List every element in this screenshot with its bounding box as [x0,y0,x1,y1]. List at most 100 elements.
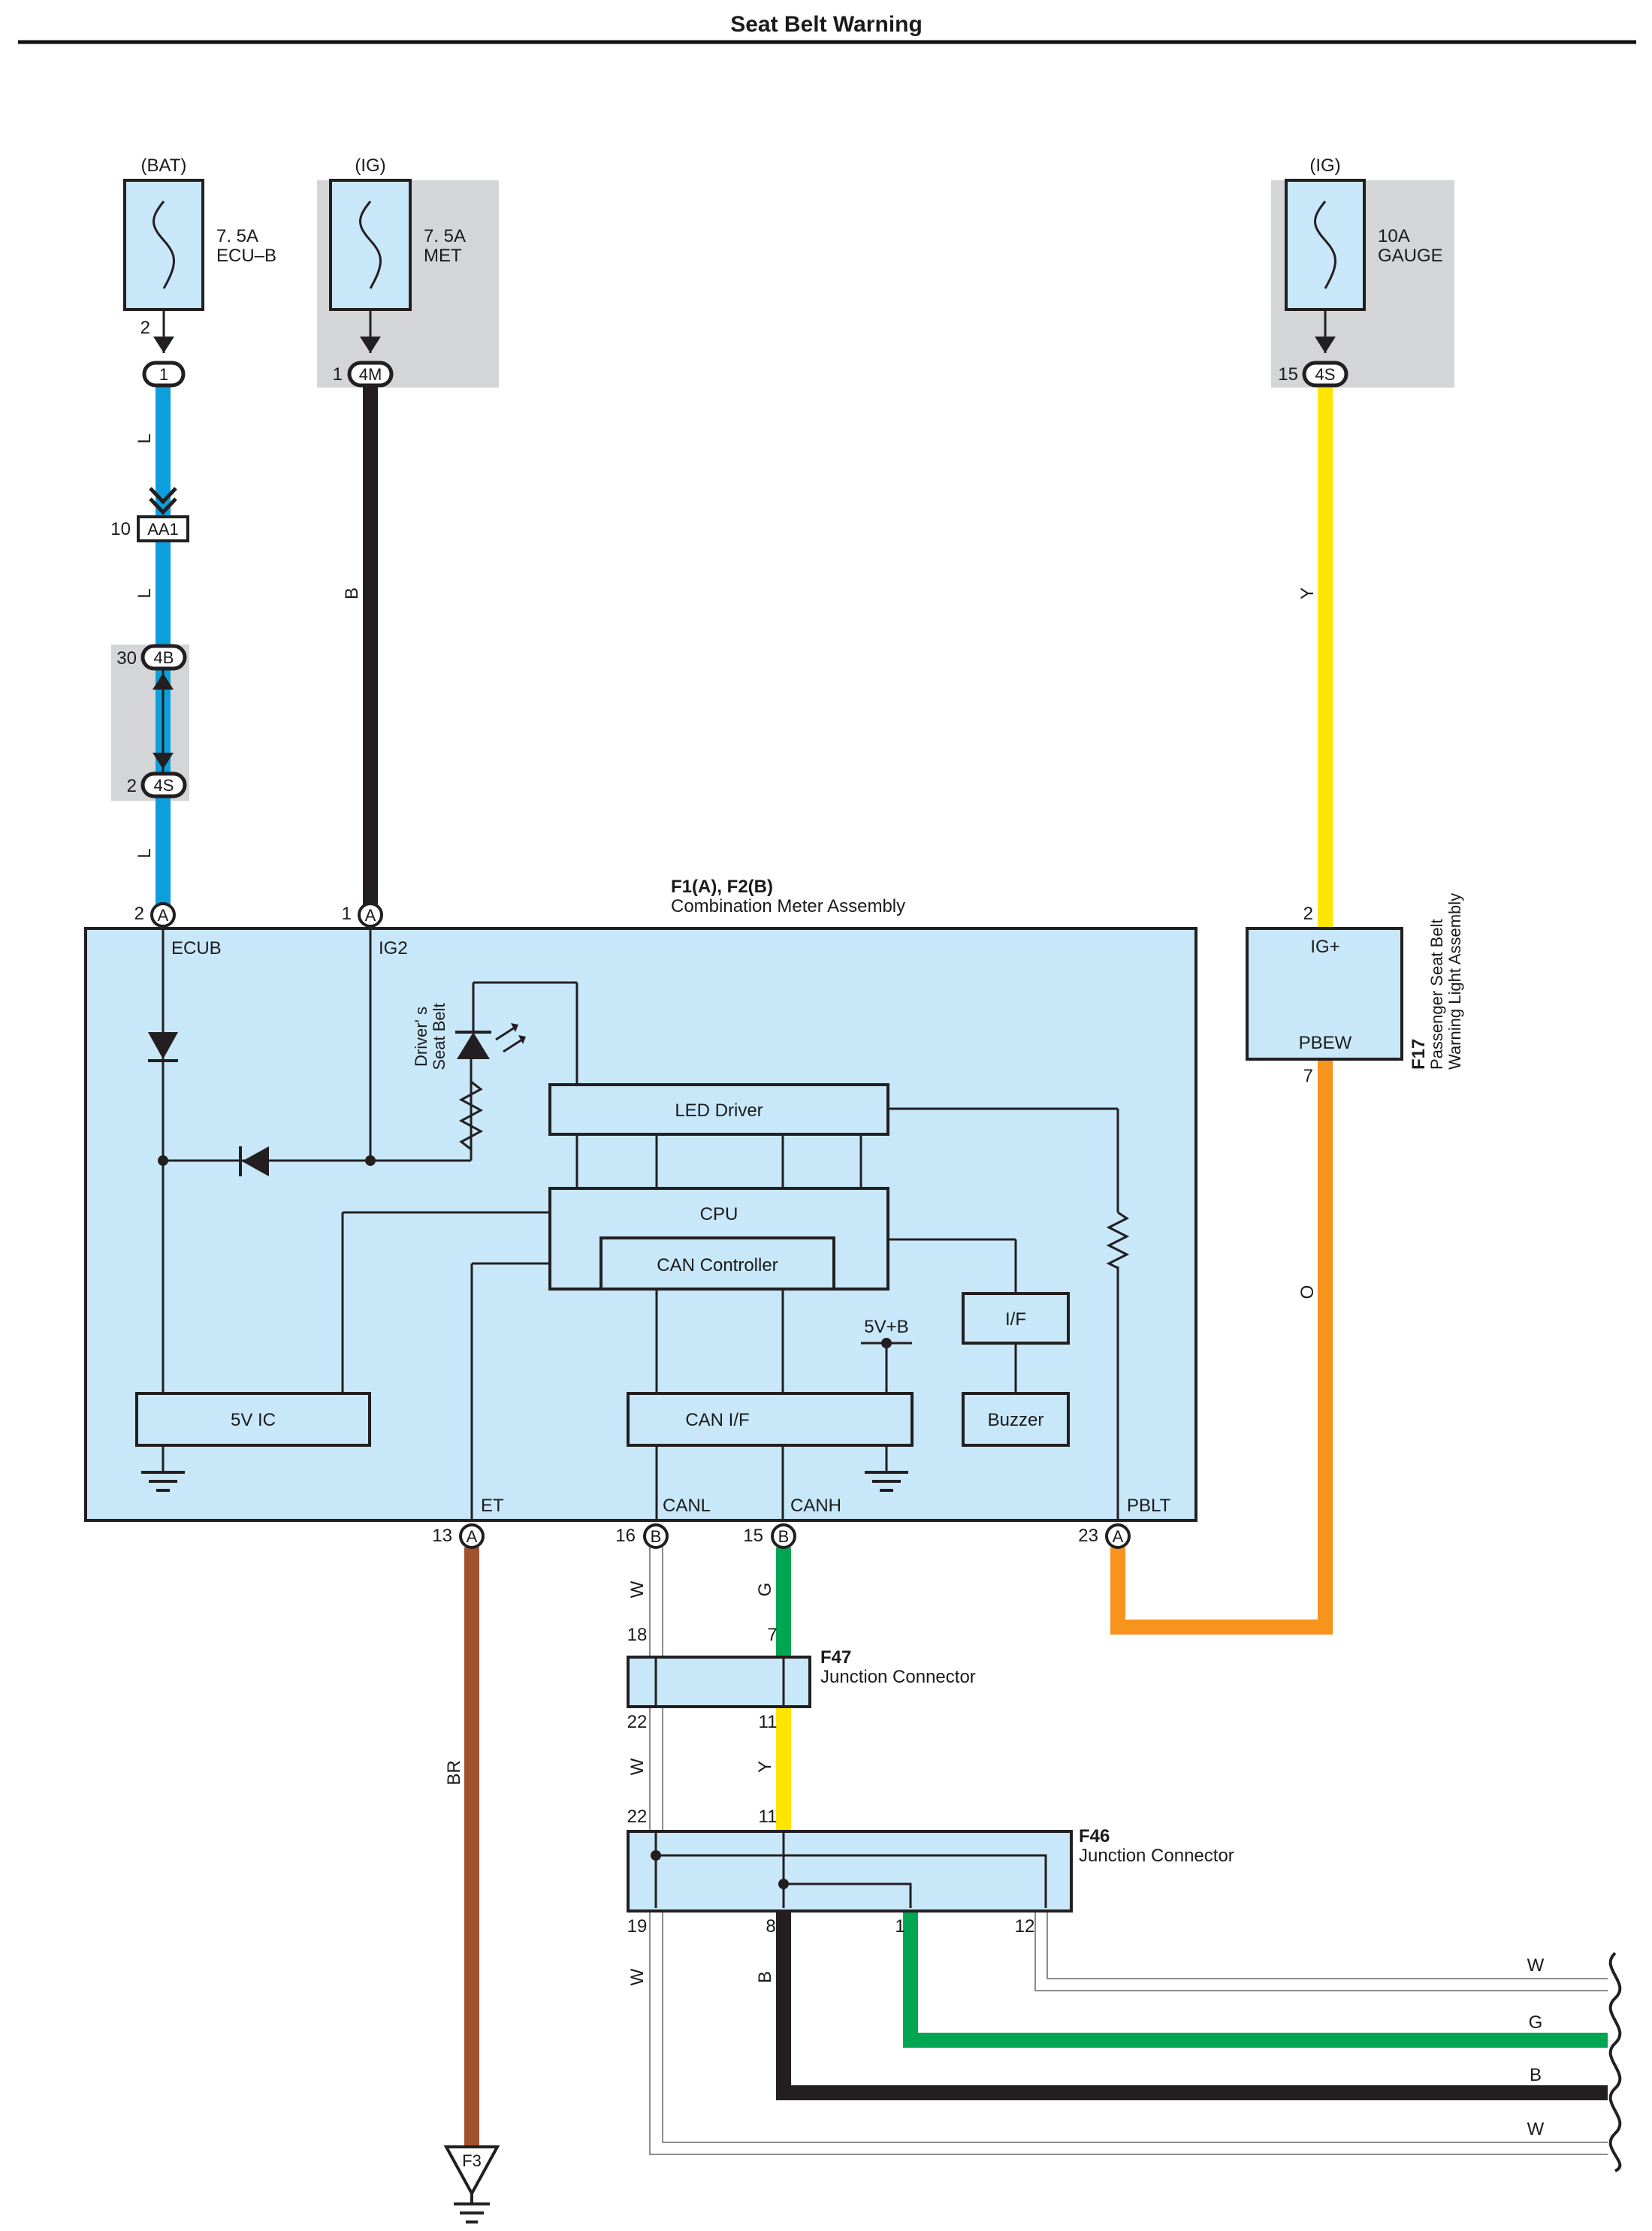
svg-text:15: 15 [743,1526,763,1546]
page-title: Seat Belt Warning [730,12,923,37]
connector-4b-4s: 4B 30 4S 2 [116,644,187,799]
pin-number: 7 [1303,1066,1313,1086]
svg-text:A: A [467,1527,478,1546]
fuse-connector-label: 4S [1315,365,1336,384]
fuse-source: (IG) [355,155,385,176]
pin-number: 2 [1303,904,1313,924]
fuse-source: (IG) [1309,155,1340,176]
svg-text:1: 1 [895,1916,905,1937]
wire-label-l: L [134,848,155,858]
bus-labels: W G B W [1527,1955,1545,2139]
junction-name: Junction Connector [820,1667,976,1687]
fuse-rating: 7. 5A [424,226,466,246]
fuse-source: (BAT) [141,155,187,176]
arrow-icon [1315,337,1336,353]
svg-text:7: 7 [767,1625,777,1645]
wire-y-gauge [1318,386,1333,927]
diode-icon [148,1032,178,1059]
fuse-rating: 7. 5A [216,226,258,246]
junction-id: F46 [1079,1826,1110,1846]
ground-icon [454,2193,490,2223]
block-led-driver: LED Driver [548,1083,889,1136]
arrow-icon [153,337,174,353]
wire-label-y: Y [755,1761,775,1773]
fuse-connector-label: 4M [359,365,382,384]
driver-seat-belt-lamp: Driver' s Seat Belt [412,1003,526,1151]
svg-text:B: B [778,1527,790,1546]
wire-b-met [363,386,378,916]
meter-id: F1(A), F2(B) [671,877,773,897]
fuse-met: (IG) 7. 5A MET 1 4M [329,155,466,388]
svg-text:11: 11 [759,1807,778,1827]
svg-text:19: 19 [627,1916,648,1937]
wire-label-br: BR [444,1760,464,1785]
fuse-element-icon [1314,201,1336,289]
fuse-gauge: (IG) 10A GAUGE 15 4S [1278,155,1443,388]
supply-5v-b-label: 5V+B [864,1317,908,1337]
terminal-ecub: ECUB [171,938,222,959]
svg-text:IG+: IG+ [1310,937,1339,957]
lamp-label-line2: Seat Belt [430,1003,448,1070]
svg-text:8: 8 [766,1916,775,1937]
svg-text:CAN Controller: CAN Controller [657,1255,778,1276]
svg-text:11: 11 [759,1712,778,1732]
fuse-connector [347,361,394,388]
terminal-ig2: IG2 [379,938,408,959]
fuse-name: GAUGE [1378,246,1443,266]
fuse-ecu-b: (BAT) 7. 5A ECU–B 2 1 [123,155,276,388]
junction-dot [158,1155,168,1166]
arrow-down-icon [153,753,174,769]
fuse-pin: 15 [1278,364,1298,385]
svg-text:16: 16 [615,1526,636,1546]
wire-label-l: L [134,588,155,598]
led-icon [457,1032,490,1059]
junction-f46: 22 11 19 8 1 12 F46 Junction Connector [627,1807,1234,1937]
ground-triangle-icon [443,2145,500,2197]
arrow-icon [360,337,381,353]
resistor-icon [1106,1211,1130,1269]
svg-text:Buzzer: Buzzer [988,1410,1044,1430]
wire-break-icon [1608,1952,1622,2172]
svg-text:12: 12 [1015,1916,1035,1937]
wire-w-f47 [649,1695,663,1831]
meter-bottom-pins: 13 A 16 B 15 B 23 A [432,1523,1131,1549]
connector-oval [140,771,187,799]
pin-conn: A [158,906,169,925]
junction-dot [881,1338,892,1348]
wire-label-w: W [627,1968,648,1985]
terminal-et: ET [481,1496,504,1516]
svg-text:LED Driver: LED Driver [675,1100,763,1121]
wire-labels: L L L B Y O BR W G W Y W B [134,433,1318,1985]
wire-w-f46-19 [649,1908,1608,2155]
wire-label-g: G [755,1583,775,1597]
bus-label: W [1527,2119,1545,2139]
bus-label: B [1530,2065,1542,2085]
bus-label: W [1527,1955,1545,1976]
connector-id: 4S [154,776,174,795]
svg-text:PBEW: PBEW [1299,1033,1352,1053]
chevron-down-icon [149,487,177,515]
block-5v-ic: 5V IC [135,1392,371,1447]
svg-text:23: 23 [1078,1526,1098,1546]
meter-name: Combination Meter Assembly [671,896,905,916]
svg-text:13: 13 [432,1526,452,1546]
pin-conn: A [365,906,376,925]
fuse-connector [1302,361,1348,388]
ground-f3: F3 [443,2145,500,2223]
wire-label-y: Y [1297,587,1318,599]
fuse-pin: 2 [140,318,150,338]
fuse-pin: 1 [333,364,343,385]
wire-label-w: W [627,1758,648,1775]
light-rays-icon [495,1025,525,1053]
junction-dot [651,1850,661,1861]
fuse-element-icon [359,201,382,289]
wire-label-b: B [755,1971,775,1983]
connector-pin: 2 [127,776,137,796]
arrow-up-icon [153,673,174,690]
passenger-lamp-id: F17 [1409,1039,1429,1070]
wire-label-o: O [1297,1285,1318,1300]
svg-text:CPU: CPU [700,1204,738,1224]
wire-o-pbew [1110,1059,1333,1635]
svg-text:I/F: I/F [1005,1309,1026,1330]
resistor-icon [458,1080,484,1151]
